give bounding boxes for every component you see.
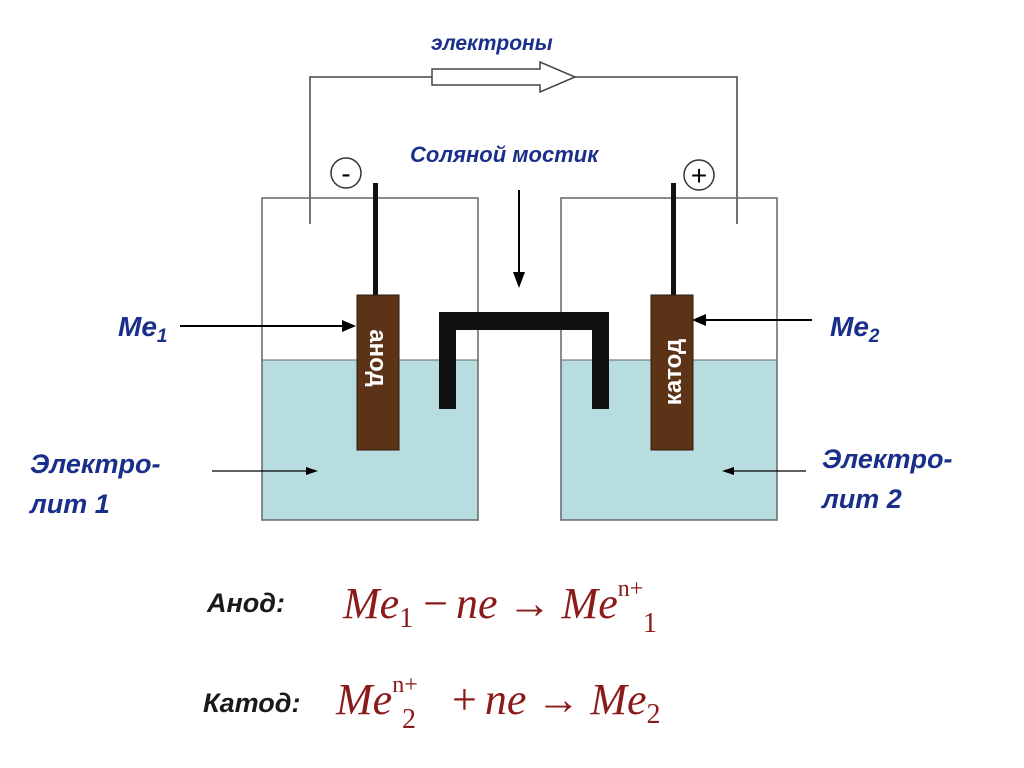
plus-sign: + [691, 160, 707, 191]
cathode-equation-label: Катод: [203, 688, 300, 718]
electrolyte-2-pointer-head [722, 467, 734, 475]
anode-label: анод [364, 329, 391, 386]
salt-bridge-tube [439, 312, 609, 409]
metal-2-label: Me2 [830, 311, 880, 347]
anode-electrode [356, 294, 400, 451]
salt-bridge-label: Соляной мостик [410, 142, 600, 167]
cathode-label: катод [660, 339, 687, 405]
positive-terminal-circle [683, 159, 715, 191]
electrolyte-1-label: Электро- лит 1 [28, 449, 168, 519]
anode-equation-label: Анод: [206, 588, 285, 618]
negative-terminal: - [330, 157, 362, 189]
anode-lead-rod [373, 183, 378, 295]
anode-equation: Me1−ne→Men+1 [342, 576, 657, 639]
positive-terminal: + [683, 159, 715, 191]
metal-1-pointer-head [342, 320, 356, 332]
electrolyte-2-label: Электро- лит 2 [820, 444, 960, 514]
metal-2-pointer-head [692, 314, 706, 326]
metal-1-label: Me1 [118, 311, 167, 347]
electrolyte-1-pointer-head [306, 467, 318, 475]
salt-bridge-pointer-head [513, 272, 525, 288]
negative-terminal-circle [330, 157, 362, 189]
minus-sign: - [341, 158, 350, 189]
cathode-electrode [650, 294, 694, 451]
cathode-lead-rod [671, 183, 676, 295]
electrons-label: электроны [431, 32, 553, 55]
cathode-equation: Men+2+ne→Me2 [335, 672, 661, 735]
beaker-2 [560, 197, 778, 521]
beaker-1 [261, 197, 479, 521]
electron-flow-arrow [431, 60, 577, 94]
